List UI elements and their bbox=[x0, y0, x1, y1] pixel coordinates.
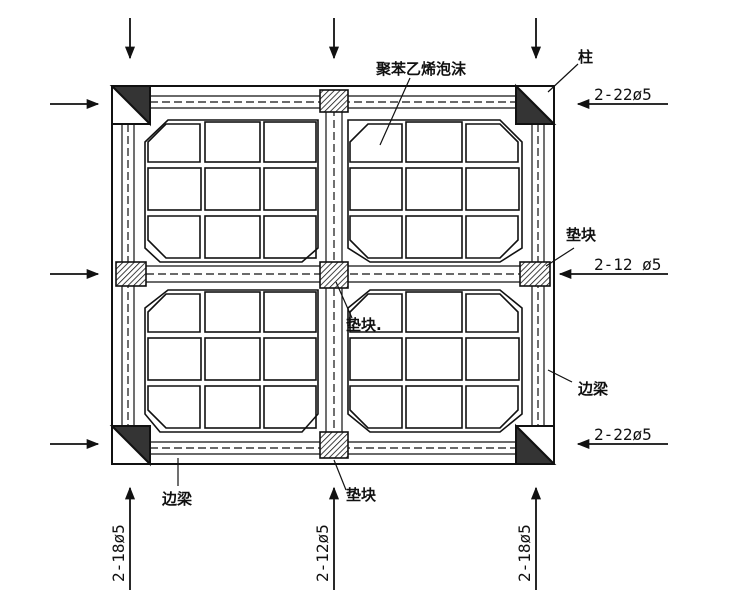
panel-top-right bbox=[347, 119, 523, 263]
pad-top-center bbox=[319, 89, 349, 113]
label-edge-beam-right: 边梁 bbox=[577, 380, 609, 398]
label-edge-beam-bottom: 边梁 bbox=[161, 490, 193, 508]
pad-left-middle bbox=[115, 261, 147, 287]
load-arrows-top bbox=[124, 18, 542, 60]
label-pad-right: 垫块 bbox=[566, 226, 597, 244]
panel-top-left bbox=[144, 119, 319, 263]
label-column: 柱 bbox=[578, 48, 593, 66]
rebar-bottom-center: 2-12ø5 bbox=[313, 524, 332, 582]
rebar-bottom-left: 2-18ø5 bbox=[109, 524, 128, 582]
column-bottom-left bbox=[109, 425, 151, 467]
column-bottom-right bbox=[515, 423, 557, 465]
column-top-right bbox=[515, 83, 557, 125]
foam-blocks bbox=[147, 121, 520, 429]
load-arrows-left bbox=[50, 98, 100, 450]
pad-right-middle bbox=[519, 261, 551, 287]
load-arrows-right bbox=[558, 98, 668, 450]
panel-bottom-left bbox=[144, 289, 319, 433]
panel-bottom-right bbox=[347, 289, 523, 433]
column-top-left bbox=[109, 85, 151, 127]
rebar-bottom-far-right: 2-18ø5 bbox=[515, 524, 534, 582]
pad-center bbox=[319, 261, 349, 289]
rebar-bottom-right: 2-22ø5 bbox=[594, 425, 652, 444]
label-foam: 聚苯乙烯泡沫 bbox=[375, 60, 467, 78]
label-pad-center: 垫块. bbox=[346, 316, 382, 334]
corner-foam-blocks bbox=[147, 123, 519, 429]
rebar-top-right: 2-22ø5 bbox=[594, 85, 652, 104]
corner-columns bbox=[109, 83, 557, 467]
pads bbox=[115, 89, 551, 459]
slab-panels bbox=[144, 119, 523, 433]
outer-frame bbox=[111, 85, 555, 465]
load-arrows-bottom bbox=[124, 486, 542, 590]
label-pad-bottom: 垫块 bbox=[346, 486, 377, 504]
rebar-mid-right: 2-12 ø5 bbox=[594, 255, 661, 274]
leader-lines bbox=[177, 63, 579, 491]
pad-bottom-center bbox=[319, 431, 349, 459]
